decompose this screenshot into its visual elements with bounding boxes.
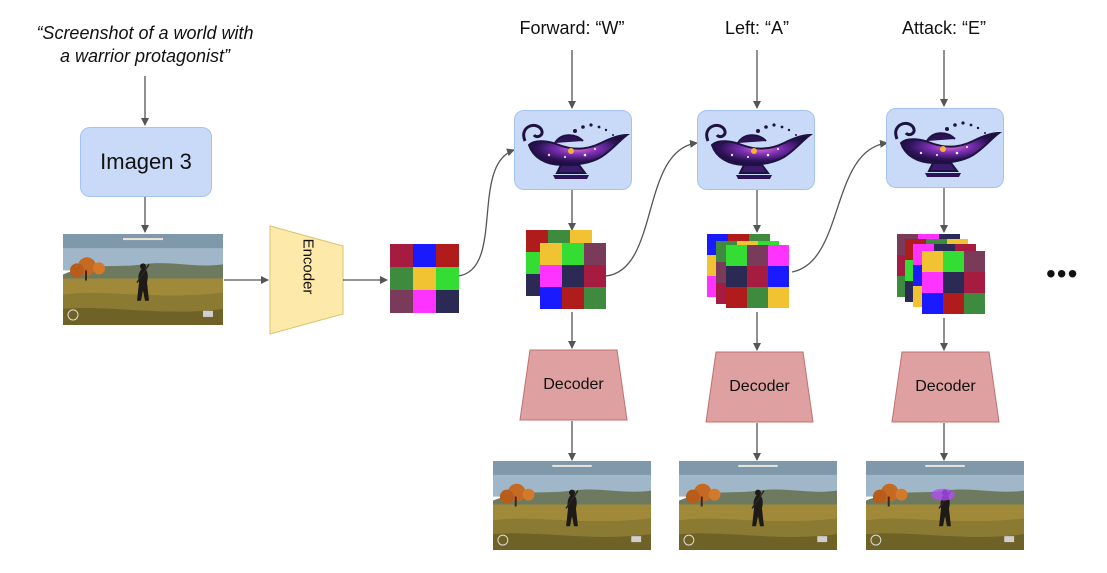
- decoder-label-1: Decoder: [543, 376, 604, 393]
- latent-token: [562, 265, 584, 287]
- genie-box-2: [697, 110, 815, 190]
- latent-token: [540, 287, 562, 309]
- latent-token: [768, 245, 789, 266]
- latent-layer: [726, 245, 789, 308]
- latent-stack-2: [707, 234, 789, 308]
- latent-token: [747, 245, 768, 266]
- latent-grid-initial: [390, 244, 459, 313]
- latent-token: [584, 287, 606, 309]
- latent-token: [922, 272, 943, 293]
- decoder-shape-1: [519, 349, 628, 421]
- genie-box-1: [514, 110, 632, 190]
- action-label-forward: Forward: “W”: [519, 18, 625, 38]
- latent-token: [747, 287, 768, 308]
- latent-stack-3: [897, 234, 985, 314]
- latent-token: [768, 287, 789, 308]
- genie-box-3: [886, 108, 1004, 188]
- latent-token: [562, 243, 584, 265]
- arrow-latent-to-genie1: [457, 148, 515, 277]
- latent-token: [390, 244, 413, 267]
- latent-token: [436, 290, 459, 313]
- prompt-line-2: a warrior protagonist”: [59, 46, 231, 66]
- latent-layer: [922, 251, 985, 314]
- output-frame-left: [679, 461, 837, 550]
- encoder-shape: [269, 225, 344, 335]
- latent-token: [726, 266, 747, 287]
- latent-token: [413, 244, 436, 267]
- output-frame-forward: [493, 461, 651, 550]
- decoder-label-3: Decoder: [915, 378, 976, 395]
- latent-token: [413, 267, 436, 290]
- input-game-screenshot: [63, 234, 223, 325]
- latent-token: [922, 251, 943, 272]
- decoder-shape-2: [705, 351, 814, 423]
- decoder-label-2: Decoder: [729, 378, 790, 395]
- latent-token: [562, 287, 584, 309]
- game-screenshot: [679, 461, 837, 550]
- latent-token: [964, 293, 985, 314]
- continuation-ellipsis: •••: [1046, 258, 1079, 289]
- latent-token: [943, 272, 964, 293]
- latent-token: [540, 243, 562, 265]
- latent-token: [943, 251, 964, 272]
- magic-lamp-icon: [515, 111, 631, 189]
- latent-token: [943, 293, 964, 314]
- latent-token: [390, 290, 413, 313]
- latent-token: [964, 251, 985, 272]
- magic-lamp-icon: [887, 109, 1003, 187]
- latent-token: [922, 293, 943, 314]
- output-frame-attack: [866, 461, 1024, 550]
- game-screenshot: [63, 234, 223, 325]
- encoder-label: Encoder: [299, 238, 317, 295]
- imagen-label: Imagen 3: [100, 149, 192, 174]
- game-screenshot: [866, 461, 1024, 550]
- latent-grid: [390, 244, 459, 313]
- game-screenshot: [493, 461, 651, 550]
- decoder-shape-3: [891, 351, 1000, 423]
- latent-token: [726, 245, 747, 266]
- latent-token: [413, 290, 436, 313]
- latent-token: [436, 244, 459, 267]
- imagen-box: Imagen 3: [80, 127, 212, 197]
- latent-token: [584, 243, 606, 265]
- latent-token: [768, 266, 789, 287]
- latent-token: [390, 267, 413, 290]
- action-label-left: Left: “A”: [724, 18, 790, 38]
- latent-token: [584, 265, 606, 287]
- latent-token: [964, 272, 985, 293]
- prompt-line-1: “Screenshot of a world with: [36, 23, 254, 43]
- latent-stack-1: [526, 230, 606, 309]
- magic-lamp-icon: [698, 111, 814, 189]
- latent-layer: [540, 243, 606, 309]
- latent-token: [540, 265, 562, 287]
- text-prompt: “Screenshot of a world with a warrior pr…: [20, 22, 270, 68]
- arrow-latents1-to-genie2: [605, 139, 698, 277]
- latent-token: [747, 266, 768, 287]
- action-label-attack: Attack: “E”: [901, 18, 986, 38]
- latent-token: [726, 287, 747, 308]
- arrow-latents2-to-genie3: [791, 139, 888, 273]
- latent-token: [436, 267, 459, 290]
